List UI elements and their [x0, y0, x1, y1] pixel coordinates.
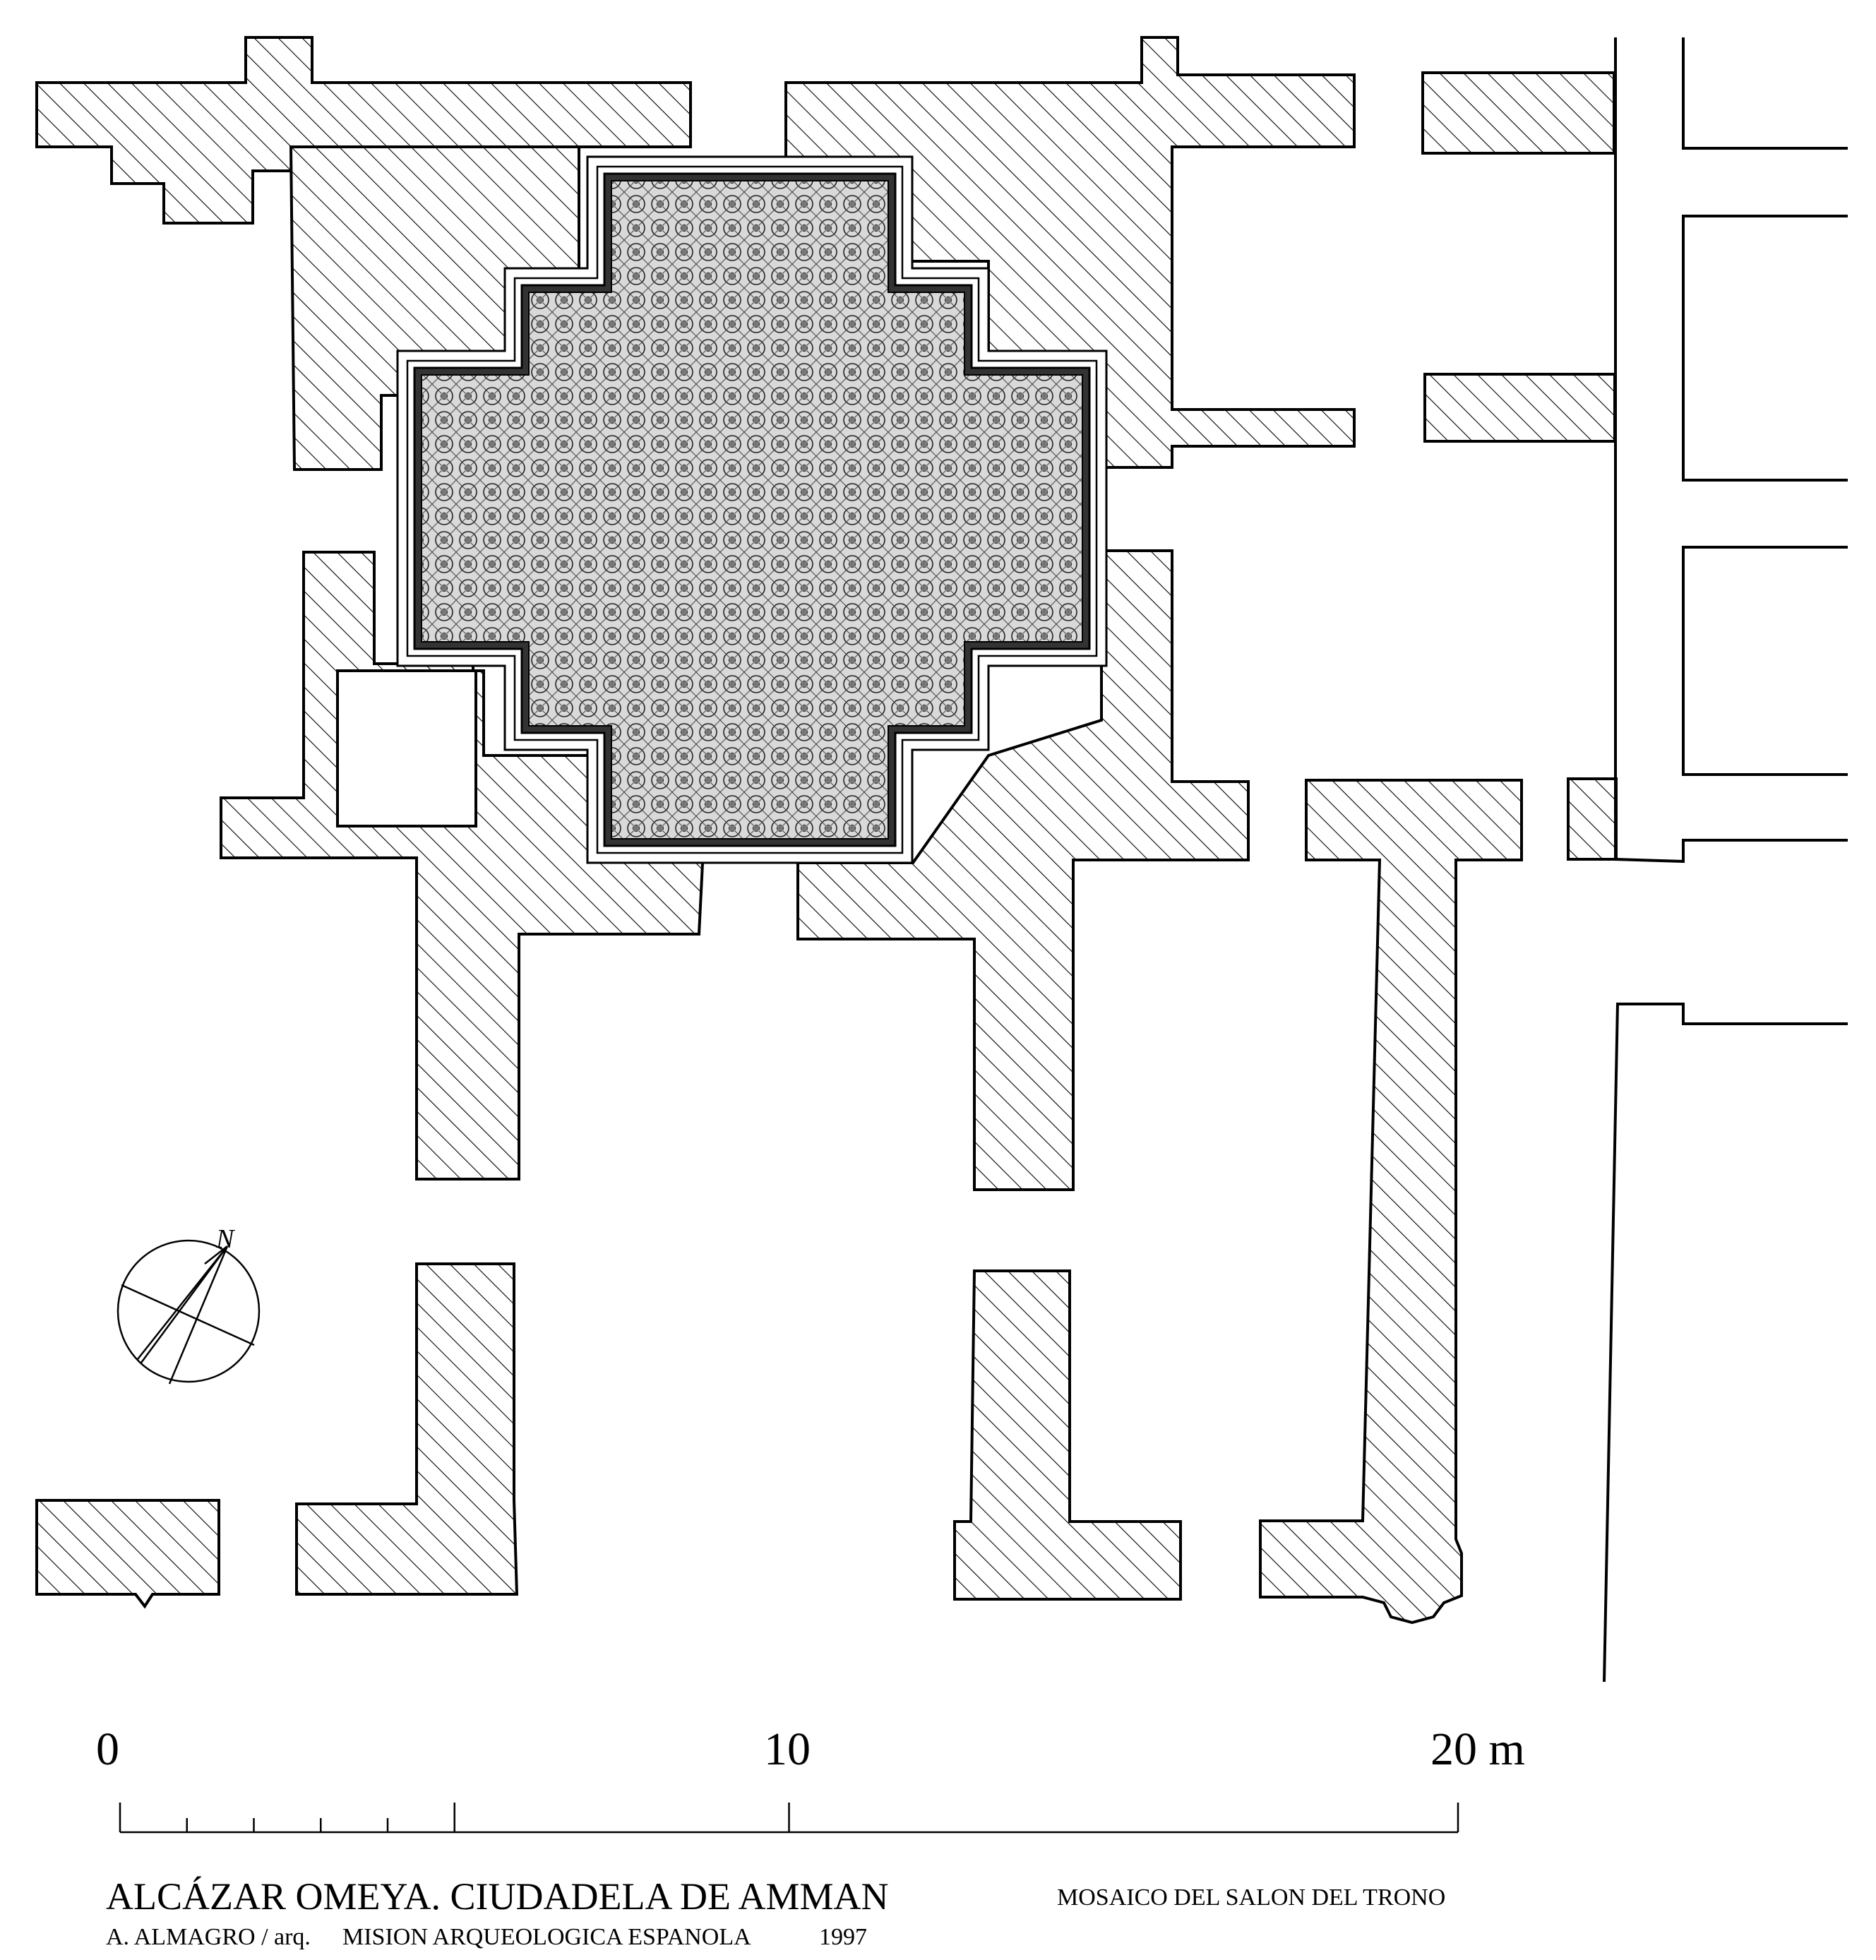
mosaic-field: [421, 180, 1083, 839]
outline-right: [1603, 37, 1848, 1683]
walls: [35, 36, 1618, 1625]
wall-low-mid-right: [953, 1269, 1182, 1601]
scale-label-10: 10: [764, 1723, 811, 1775]
compass-circle: [116, 1239, 261, 1383]
north-arrow: [116, 1239, 261, 1385]
wall-top-right-1: [1421, 71, 1615, 155]
scale-bar: [119, 1803, 1459, 1834]
throne-hall-mosaic: [396, 155, 1108, 864]
plan-mission: MISION ARQUEOLOGICA ESPANOLA: [342, 1924, 751, 1950]
wall-right-small: [1567, 777, 1618, 861]
wall-mid-left-void: [336, 669, 477, 827]
north-label: N: [216, 1224, 234, 1254]
plan-year: 1997: [819, 1924, 867, 1950]
plan-caption: MOSAICO DEL SALON DEL TRONO: [1057, 1884, 1446, 1911]
scale-label-0: 0: [96, 1723, 119, 1775]
plan-title: ALCÁZAR OMEYA. CIUDADELA DE AMMAN: [106, 1875, 889, 1918]
wall-low-mid-left: [295, 1262, 519, 1596]
scale-label-20: 20 m: [1430, 1723, 1525, 1775]
plan-author: A. ALMAGRO / arq.: [106, 1924, 311, 1950]
mosaic-border-mid: [406, 165, 1098, 854]
wall-long-t: [1259, 779, 1523, 1625]
wall-top-right-2: [1423, 373, 1616, 443]
wall-mid-right: [796, 549, 1250, 1191]
wall-low-left: [35, 1499, 220, 1609]
wall-top-center: [784, 36, 1356, 469]
